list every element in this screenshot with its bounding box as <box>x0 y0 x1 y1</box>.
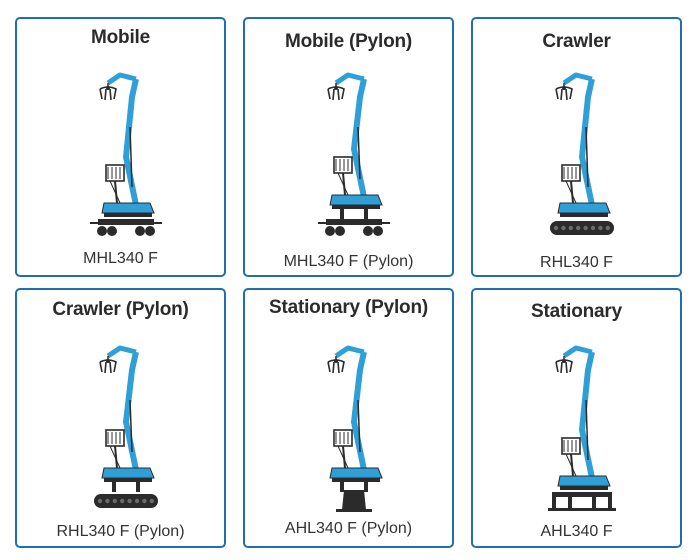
card-model: RHL340 F <box>540 254 613 271</box>
material-handler-stationary-pylon-icon <box>326 345 383 512</box>
material-handler-crawler-pylon-icon <box>93 345 158 508</box>
card-crawler[interactable]: Crawler RHL340 F <box>471 17 682 277</box>
card-crawler-pylon[interactable]: Crawler (Pylon) RHL340 F (Pylon) <box>15 288 226 548</box>
card-mobile[interactable]: Mobile MHL340 F <box>15 17 226 277</box>
card-mobile-pylon[interactable]: Mobile (Pylon) MHL340 F (Pylon) <box>243 17 454 277</box>
card-title: Stationary <box>531 301 622 322</box>
card-title: Crawler (Pylon) <box>52 299 189 320</box>
card-title: Stationary (Pylon) <box>269 297 428 318</box>
card-model: AHL340 F (Pylon) <box>284 520 413 537</box>
card-stationary-pylon[interactable]: Stationary (Pylon) AHL340 F (Pylon) <box>243 288 454 548</box>
card-title: Mobile (Pylon) <box>284 31 413 52</box>
card-title: Crawler <box>542 31 611 52</box>
card-model: RHL340 F (Pylon) <box>56 523 185 540</box>
material-handler-wheeled-pylon-icon <box>317 72 390 236</box>
material-handler-wheeled-icon <box>89 72 162 236</box>
card-stationary[interactable]: Stationary AHL340 F <box>471 288 682 548</box>
card-model: MHL340 F (Pylon) <box>283 253 414 270</box>
card-model: MHL340 F <box>83 250 158 267</box>
card-model: AHL340 F <box>540 523 613 540</box>
material-handler-stationary-icon <box>547 345 616 511</box>
card-title: Mobile <box>91 27 150 48</box>
material-handler-crawler-icon <box>549 72 614 235</box>
